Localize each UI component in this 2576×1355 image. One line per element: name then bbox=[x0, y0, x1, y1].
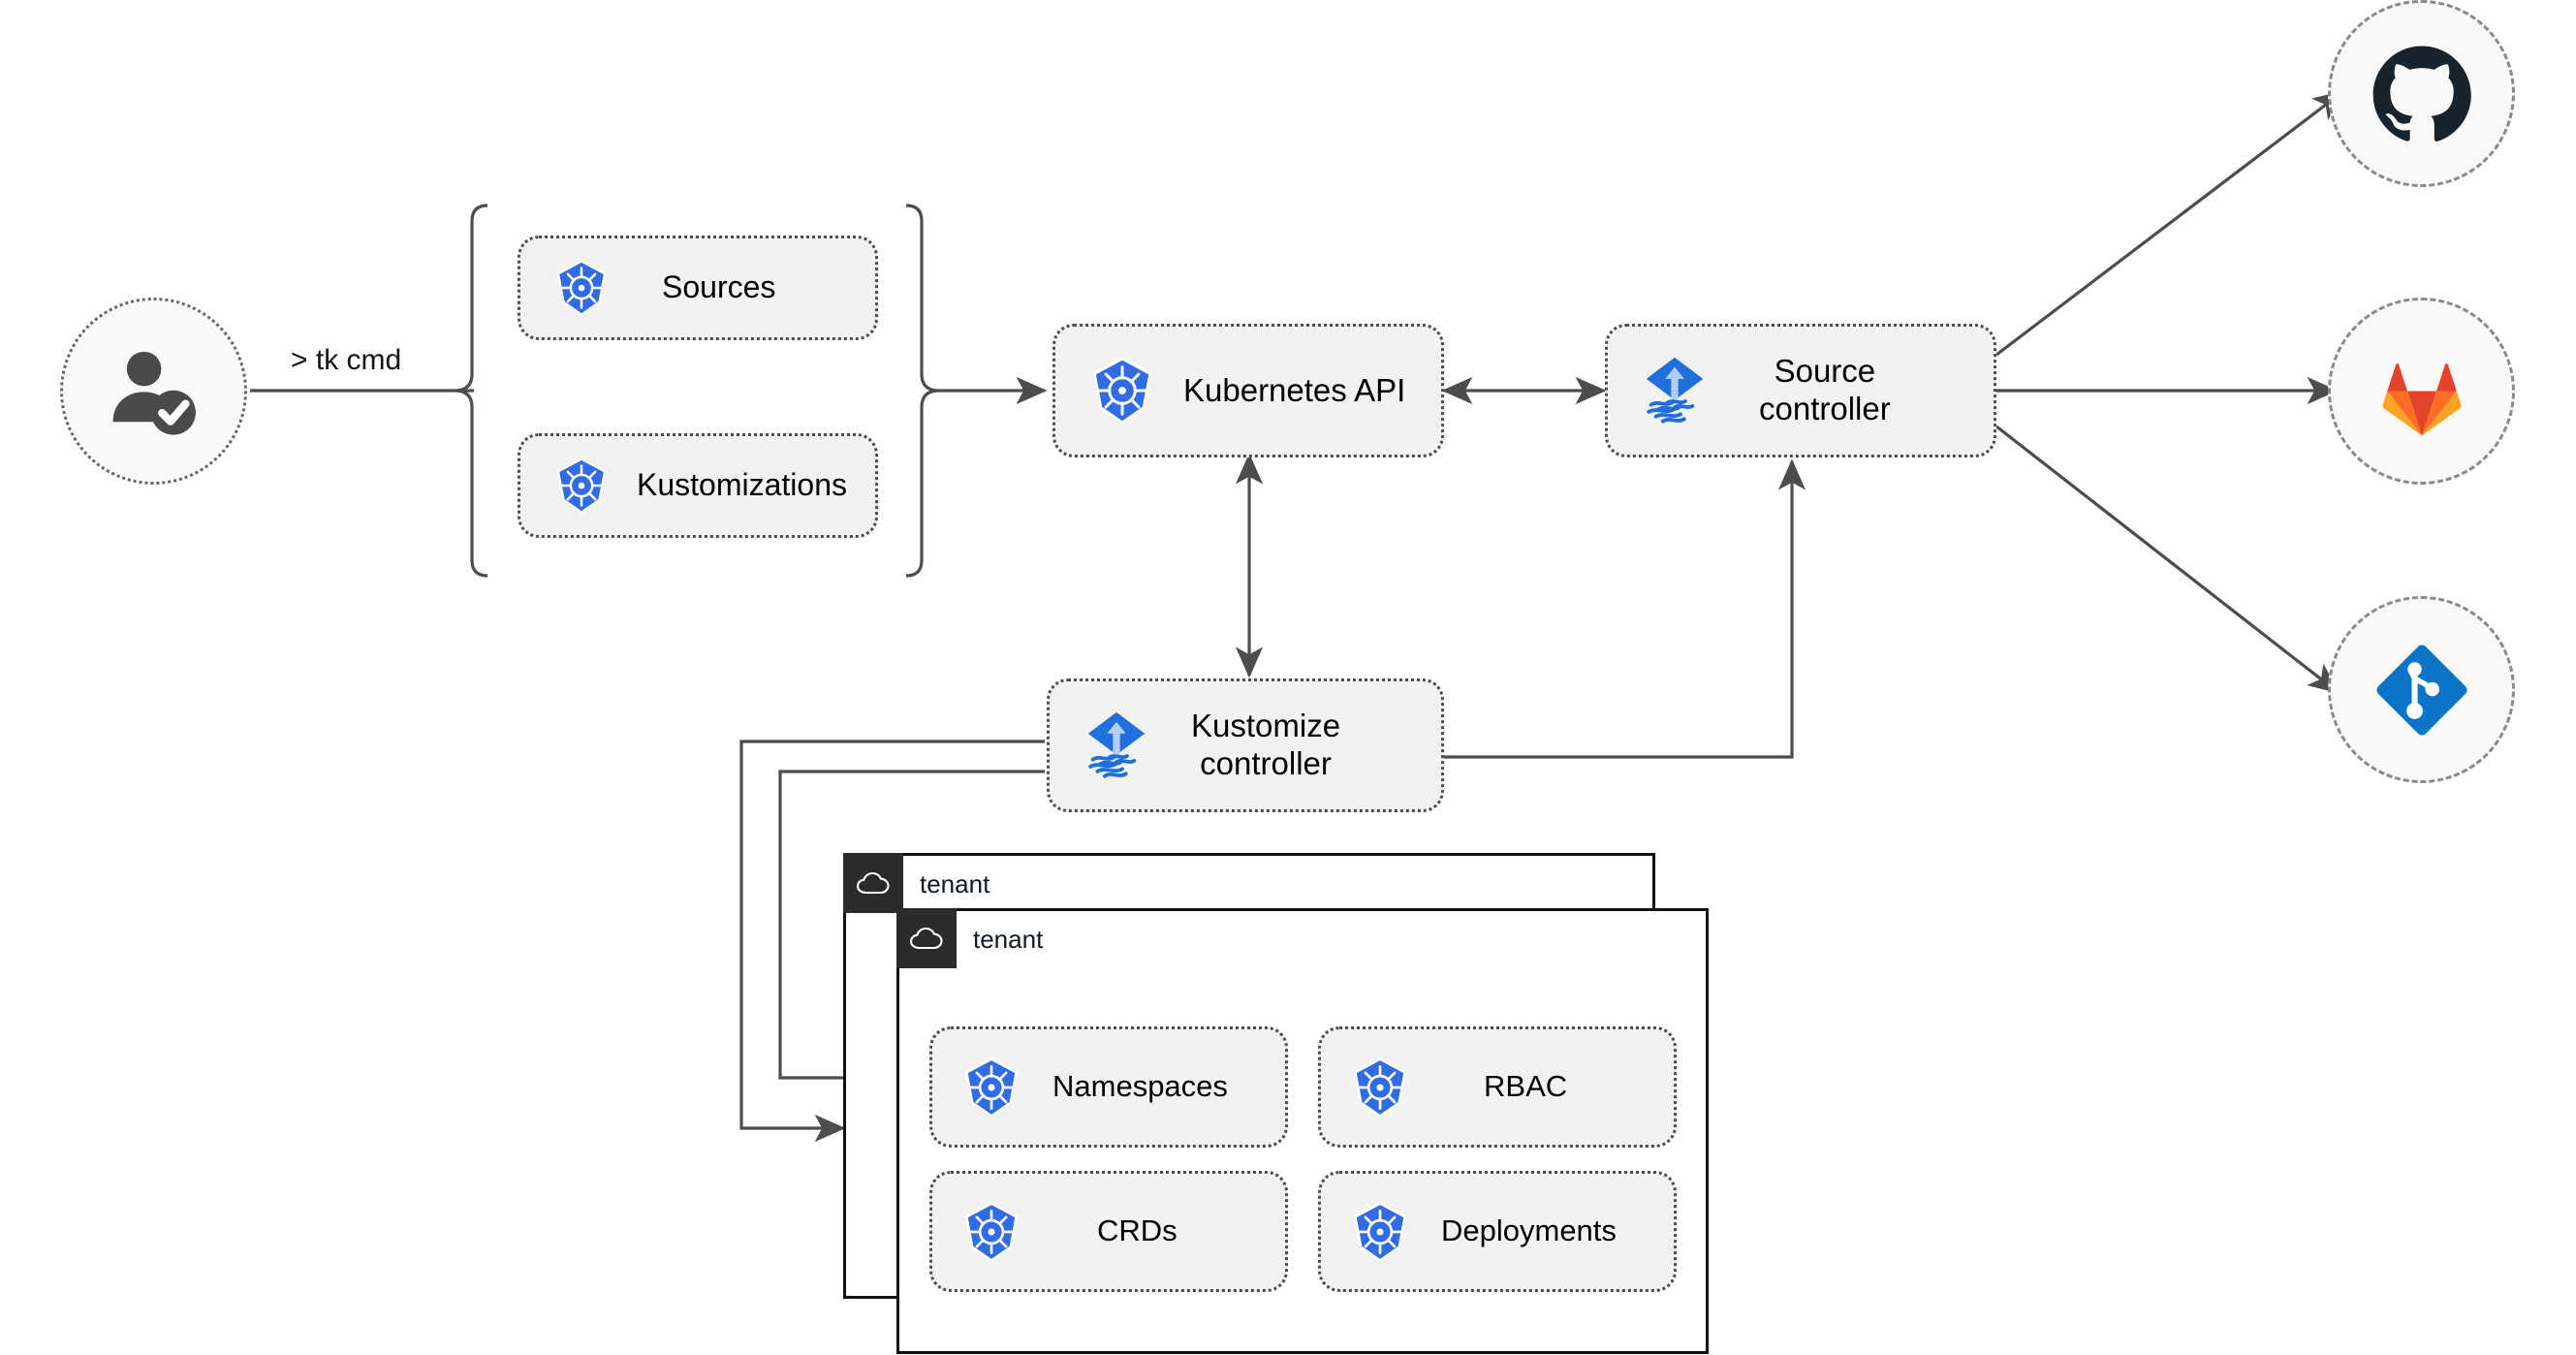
gitlab-icon bbox=[2381, 362, 2462, 435]
resource-card-rbac[interactable]: RBAC bbox=[1318, 1026, 1677, 1148]
resource-card-deployments[interactable]: Deployments bbox=[1318, 1171, 1677, 1292]
kubernetes-icon bbox=[965, 1201, 1018, 1262]
node-label: Source controller bbox=[1759, 353, 1891, 426]
command-label: > tk cmd bbox=[291, 344, 402, 376]
brace-left bbox=[456, 204, 488, 578]
crd-card-label: Sources bbox=[662, 269, 776, 305]
tenant-title-2: tenant bbox=[973, 924, 1044, 954]
provider-azure-repos[interactable] bbox=[2328, 596, 2515, 783]
cloud-icon bbox=[856, 871, 890, 895]
wire-source-to-azure bbox=[1995, 425, 2340, 694]
tenant-title-1: tenant bbox=[920, 868, 990, 898]
resource-label: RBAC bbox=[1484, 1069, 1568, 1104]
resource-card-namespaces[interactable]: Namespaces bbox=[929, 1026, 1288, 1148]
brace-right bbox=[905, 204, 938, 578]
flux-icon bbox=[1087, 711, 1146, 778]
wire-kustomize-to-source bbox=[1441, 458, 1806, 759]
kubernetes-icon bbox=[1354, 1056, 1406, 1118]
resource-label: Deployments bbox=[1441, 1213, 1617, 1248]
crd-card-label: Kustomizations bbox=[637, 467, 847, 503]
provider-gitlab[interactable] bbox=[2328, 298, 2515, 485]
provider-github[interactable] bbox=[2328, 0, 2515, 187]
user-check-icon bbox=[112, 351, 196, 435]
resource-label: Namespaces bbox=[1052, 1069, 1228, 1104]
crd-card-kustomizations[interactable]: Kustomizations bbox=[518, 433, 878, 538]
tenant-tab-1 bbox=[843, 853, 903, 913]
wire-source-to-github bbox=[1995, 90, 2345, 357]
tenant-panel-2[interactable]: tenant Namespaces bbox=[896, 908, 1709, 1354]
resource-card-crds[interactable]: CRDs bbox=[929, 1171, 1288, 1292]
kubernetes-icon bbox=[1354, 1201, 1406, 1262]
node-kubernetes-api[interactable]: Kubernetes API bbox=[1052, 324, 1444, 457]
flux-icon bbox=[1646, 357, 1704, 424]
node-source-controller[interactable]: Source controller bbox=[1605, 324, 1996, 457]
node-label: Kubernetes API bbox=[1183, 371, 1406, 408]
kubernetes-icon bbox=[1092, 357, 1152, 425]
tenant-tab-2 bbox=[896, 908, 957, 968]
kubernetes-icon bbox=[965, 1056, 1018, 1118]
kubernetes-icon bbox=[556, 457, 607, 515]
resource-label: CRDs bbox=[1097, 1213, 1178, 1248]
kubernetes-icon bbox=[556, 259, 607, 317]
user-avatar bbox=[60, 298, 247, 485]
github-icon bbox=[2372, 46, 2471, 142]
git-branch-diamond-icon bbox=[2375, 644, 2467, 736]
crd-card-sources[interactable]: Sources bbox=[518, 236, 878, 340]
node-label: Kustomize controller bbox=[1191, 708, 1341, 781]
cloud-icon bbox=[909, 927, 943, 950]
node-kustomize-controller[interactable]: Kustomize controller bbox=[1047, 678, 1444, 812]
